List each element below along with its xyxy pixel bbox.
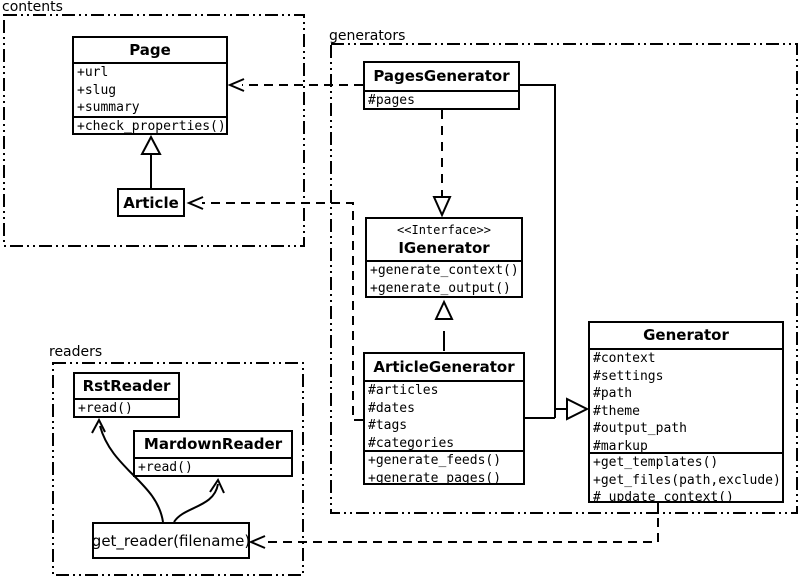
method: +get_templates(): [593, 455, 719, 470]
function-box-get-reader: get_reader(filename): [92, 522, 250, 559]
class-box-articlegenerator: ArticleGenerator #articles #dates #tags …: [363, 352, 525, 485]
attribute: #categories: [368, 435, 455, 451]
method: +generate_context(): [370, 263, 519, 278]
class-title-rstreader: RstReader: [82, 377, 171, 395]
generalization-arrow-generators-to-generator: [520, 84, 590, 421]
class-methods-rstreader: +read(): [75, 398, 178, 416]
dependency-arrow-generator-to-getreader: [248, 503, 659, 549]
inheritance-arrow-article-to-page: [140, 134, 162, 188]
package-label-readers: readers: [49, 344, 103, 360]
class-name-igenerator: IGenerator: [398, 239, 490, 257]
function-label-get-reader: get_reader(filename): [91, 531, 251, 550]
attribute: +slug: [77, 82, 117, 98]
class-title-igenerator: <<Interface>> IGenerator: [367, 219, 521, 260]
class-attributes-pagesgenerator: #pages: [365, 90, 518, 108]
class-title-generator: Generator: [643, 326, 729, 344]
class-box-rstreader: RstReader +read(): [73, 372, 180, 418]
method: +generate_pages(): [368, 470, 502, 485]
realization-arrow-articlegenerator-to-igenerator: [434, 299, 454, 351]
attribute: #markup: [593, 438, 648, 453]
class-title-pagesgenerator: PagesGenerator: [373, 67, 510, 85]
stereotype-interface: <<Interface>>: [397, 223, 491, 237]
package-contents-border: [3, 14, 305, 247]
class-title-article: Article: [123, 193, 179, 212]
package-readers-border: [52, 362, 304, 576]
class-box-mardownreader: MardownReader +read(): [133, 430, 293, 477]
class-methods-generator: +get_templates() +get_files(path,exclude…: [590, 452, 782, 503]
attribute: #dates: [368, 400, 415, 416]
reference-arrow-getreader-to-mardownreader: [173, 477, 225, 523]
class-box-page: Page +url +slug +summary +check_properti…: [72, 36, 228, 135]
method: +generate_output(): [370, 280, 511, 296]
method: +generate_feeds(): [368, 453, 502, 468]
class-methods-igenerator: +generate_context() +generate_output(): [367, 260, 521, 296]
attribute: #settings: [593, 368, 664, 384]
class-attributes-generator: #context #settings #path #theme #output_…: [590, 348, 782, 452]
class-methods-articlegenerator: +generate_feeds() +generate_pages(): [365, 450, 523, 485]
attribute: #pages: [368, 93, 415, 108]
package-label-generators: generators: [329, 28, 406, 44]
class-title-articlegenerator: ArticleGenerator: [373, 358, 515, 376]
package-generators-border: [330, 43, 798, 514]
method: +read(): [78, 401, 133, 416]
class-box-pagesgenerator: PagesGenerator #pages: [363, 61, 520, 110]
method: +check_properties(): [77, 119, 226, 134]
class-title-mardownreader: MardownReader: [143, 435, 283, 453]
attribute: #theme: [593, 403, 640, 419]
attribute: #context: [593, 351, 656, 366]
class-methods-mardownreader: +read(): [135, 457, 291, 475]
class-attributes-articlegenerator: #articles #dates #tags #categories: [365, 380, 523, 450]
dependency-arrow-articlegenerator-to-article: [186, 196, 363, 421]
class-box-generator: Generator #context #settings #path #them…: [588, 321, 784, 503]
attribute: #output_path: [593, 421, 687, 436]
attribute: #path: [593, 386, 633, 401]
package-label-contents: contents: [2, 0, 63, 15]
attribute: #tags: [368, 418, 408, 433]
realization-arrow-pagesgenerator-to-igenerator: [432, 110, 452, 218]
class-box-igenerator: <<Interface>> IGenerator +generate_conte…: [365, 217, 523, 298]
class-methods-page: +check_properties(): [74, 116, 226, 134]
class-attributes-page: +url +slug +summary: [74, 62, 226, 116]
method: +read(): [138, 460, 193, 475]
dependency-arrow-pagesgenerator-to-page: [227, 78, 363, 92]
class-title-page: Page: [129, 41, 171, 59]
method: +get_files(path,exclude): [593, 472, 781, 488]
method: #_update_context(): [593, 490, 734, 503]
attribute: +url: [77, 65, 109, 80]
attribute: +summary: [77, 100, 140, 115]
attribute: #articles: [368, 383, 439, 398]
class-box-article: Article: [117, 188, 185, 217]
